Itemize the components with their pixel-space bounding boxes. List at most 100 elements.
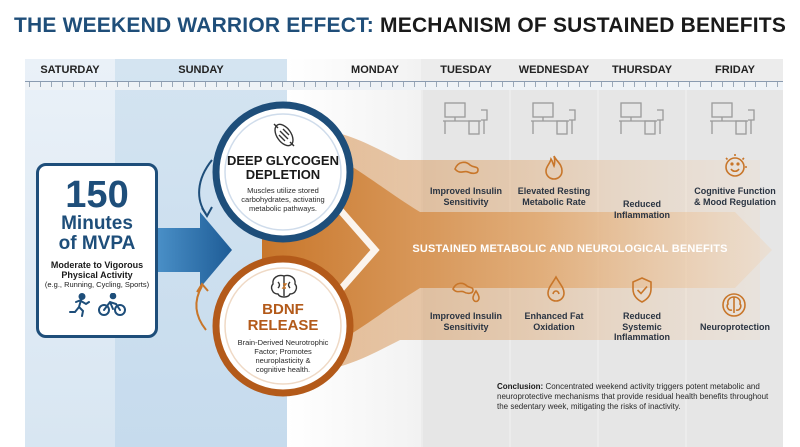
- bdnf-title-line2: RELEASE: [247, 317, 319, 334]
- ruler-tick: [480, 82, 481, 87]
- muscle-icon: [273, 123, 295, 147]
- ruler-tick: [293, 82, 294, 87]
- ruler-tick: [568, 82, 569, 87]
- ruler-tick: [535, 82, 536, 87]
- ruler-tick: [260, 82, 261, 87]
- ruler-tick: [216, 82, 217, 87]
- ruler-tick: [150, 82, 151, 87]
- benefit-bottom-inflammation-line1: Reduced: [622, 311, 661, 321]
- activity-number: 150: [65, 174, 129, 216]
- ruler-tick: [634, 82, 635, 87]
- ruler-tick: [205, 82, 206, 87]
- ruler-tick: [612, 82, 613, 87]
- bdnf-body-line4: cognitive health.: [255, 365, 311, 374]
- benefit-top-insulin-line2: Sensitivity: [443, 196, 489, 207]
- benefit-top-inflammation-line2: Inflammation: [613, 209, 670, 220]
- day-header-sunday: SUNDAY: [178, 64, 224, 76]
- glycogen-body-line3: metabolic pathways.: [249, 204, 317, 213]
- benefit-bottom-neuro-line1: Neuroprotection: [699, 322, 770, 332]
- ruler-tick: [238, 82, 239, 87]
- benefit-top-cognitive: Cognitive Function & Mood Regulation: [685, 186, 785, 207]
- title-part2: MECHANISM OF SUSTAINED BENEFITS: [380, 14, 787, 37]
- day-header-tuesday: TUESDAY: [440, 64, 492, 76]
- glycogen-body-line1: Muscles utilize stored: [247, 186, 319, 195]
- ruler-tick: [348, 82, 349, 87]
- brain-icon: [270, 274, 298, 298]
- cyclist-icon: [98, 292, 127, 316]
- ruler-tick: [161, 82, 162, 87]
- benefit-top-cognitive-line2: & Mood Regulation: [694, 196, 776, 207]
- benefit-bottom-inflammation: Reduced Systemic Inflammation: [592, 311, 692, 343]
- day-header-monday: MONDAY: [351, 64, 399, 76]
- ruler-tick: [370, 82, 371, 87]
- pancreas-drop-icon: [452, 282, 480, 303]
- ruler-tick: [282, 82, 283, 87]
- ruler-tick: [73, 82, 74, 87]
- ruler-tick: [271, 82, 272, 87]
- glycogen-title-line2: DEPLETION: [245, 167, 321, 182]
- page-title: THE WEEKEND WARRIOR EFFECT: MECHANISM OF…: [0, 14, 800, 38]
- ruler-tick: [117, 82, 118, 87]
- bdnf-body-line3: neuroplasticity &: [255, 356, 311, 365]
- ruler-tick: [436, 82, 437, 87]
- ruler-tick: [777, 82, 778, 87]
- ruler-tick: [249, 82, 250, 87]
- conclusion-label: Conclusion:: [497, 382, 544, 391]
- ruler-tick: [194, 82, 195, 87]
- ruler-tick: [458, 82, 459, 87]
- benefits-banner: SUSTAINED METABOLIC AND NEUROLOGICAL BEN…: [412, 243, 728, 255]
- ruler-tick: [29, 82, 30, 87]
- ruler-tick: [337, 82, 338, 87]
- ruler-tick: [469, 82, 470, 87]
- bdnf-body-line1: Brain-Derived Neurotrophic: [237, 338, 329, 347]
- ruler-tick: [733, 82, 734, 87]
- brain-protect-icon: [722, 293, 746, 317]
- ruler-tick: [40, 82, 41, 87]
- timeline-ruler: [25, 81, 783, 90]
- ruler-tick: [326, 82, 327, 87]
- benefit-bottom-neuro: Neuroprotection: [685, 322, 785, 333]
- bdnf-body-line2: Factor; Promotes: [254, 347, 312, 356]
- glycogen-title-line1: DEEP GLYCOGEN: [227, 153, 339, 168]
- ruler-tick: [403, 82, 404, 87]
- benefit-top-inflammation-line1: Reduced: [622, 199, 661, 209]
- ruler-tick: [227, 82, 228, 87]
- ruler-tick: [711, 82, 712, 87]
- shield-check-icon: [632, 277, 652, 303]
- benefit-top-metabolic: Elevated Resting Metabolic Rate: [504, 186, 604, 207]
- pancreas-icon: [454, 161, 479, 175]
- flame-icon: [545, 155, 563, 180]
- bdnf-panel: BDNF RELEASE Brain-Derived Neurotrophic …: [220, 302, 346, 375]
- ruler-tick: [392, 82, 393, 87]
- day-header-friday: FRIDAY: [715, 64, 755, 76]
- benefit-bottom-fat-line2: Oxidation: [533, 321, 575, 332]
- ruler-tick: [689, 82, 690, 87]
- ruler-tick: [51, 82, 52, 87]
- ruler-tick: [722, 82, 723, 87]
- ruler-tick: [128, 82, 129, 87]
- benefit-bottom-inflammation-line3: Inflammation: [613, 332, 670, 342]
- activity-subtitle-line1: Moderate to Vigorous: [50, 260, 144, 270]
- benefit-bottom-insulin: Improved Insulin Sensitivity: [416, 311, 516, 332]
- activity-examples: (e.g., Running, Cycling, Sports): [44, 280, 150, 289]
- benefit-bottom-insulin-line2: Sensitivity: [443, 321, 489, 332]
- desk-icon: [443, 102, 488, 135]
- benefit-top-cognitive-line1: Cognitive Function: [694, 186, 776, 196]
- ruler-tick: [359, 82, 360, 87]
- smiley-icon: [725, 154, 747, 177]
- ruler-tick: [172, 82, 173, 87]
- ruler-tick: [95, 82, 96, 87]
- ruler-tick: [304, 82, 305, 87]
- benefit-bottom-inflammation-line2: Systemic: [622, 321, 662, 332]
- runner-icon: [68, 293, 90, 317]
- ruler-tick: [590, 82, 591, 87]
- ruler-tick: [755, 82, 756, 87]
- ruler-tick: [381, 82, 382, 87]
- activity-unit-line1: Minutes: [61, 213, 133, 234]
- ruler-tick: [579, 82, 580, 87]
- benefit-bottom-fat-line1: Enhanced Fat: [524, 311, 584, 321]
- day-header-thursday: THURSDAY: [611, 64, 673, 76]
- ruler-tick: [106, 82, 107, 87]
- ruler-tick: [623, 82, 624, 87]
- benefit-top-metabolic-line2: Metabolic Rate: [522, 196, 586, 207]
